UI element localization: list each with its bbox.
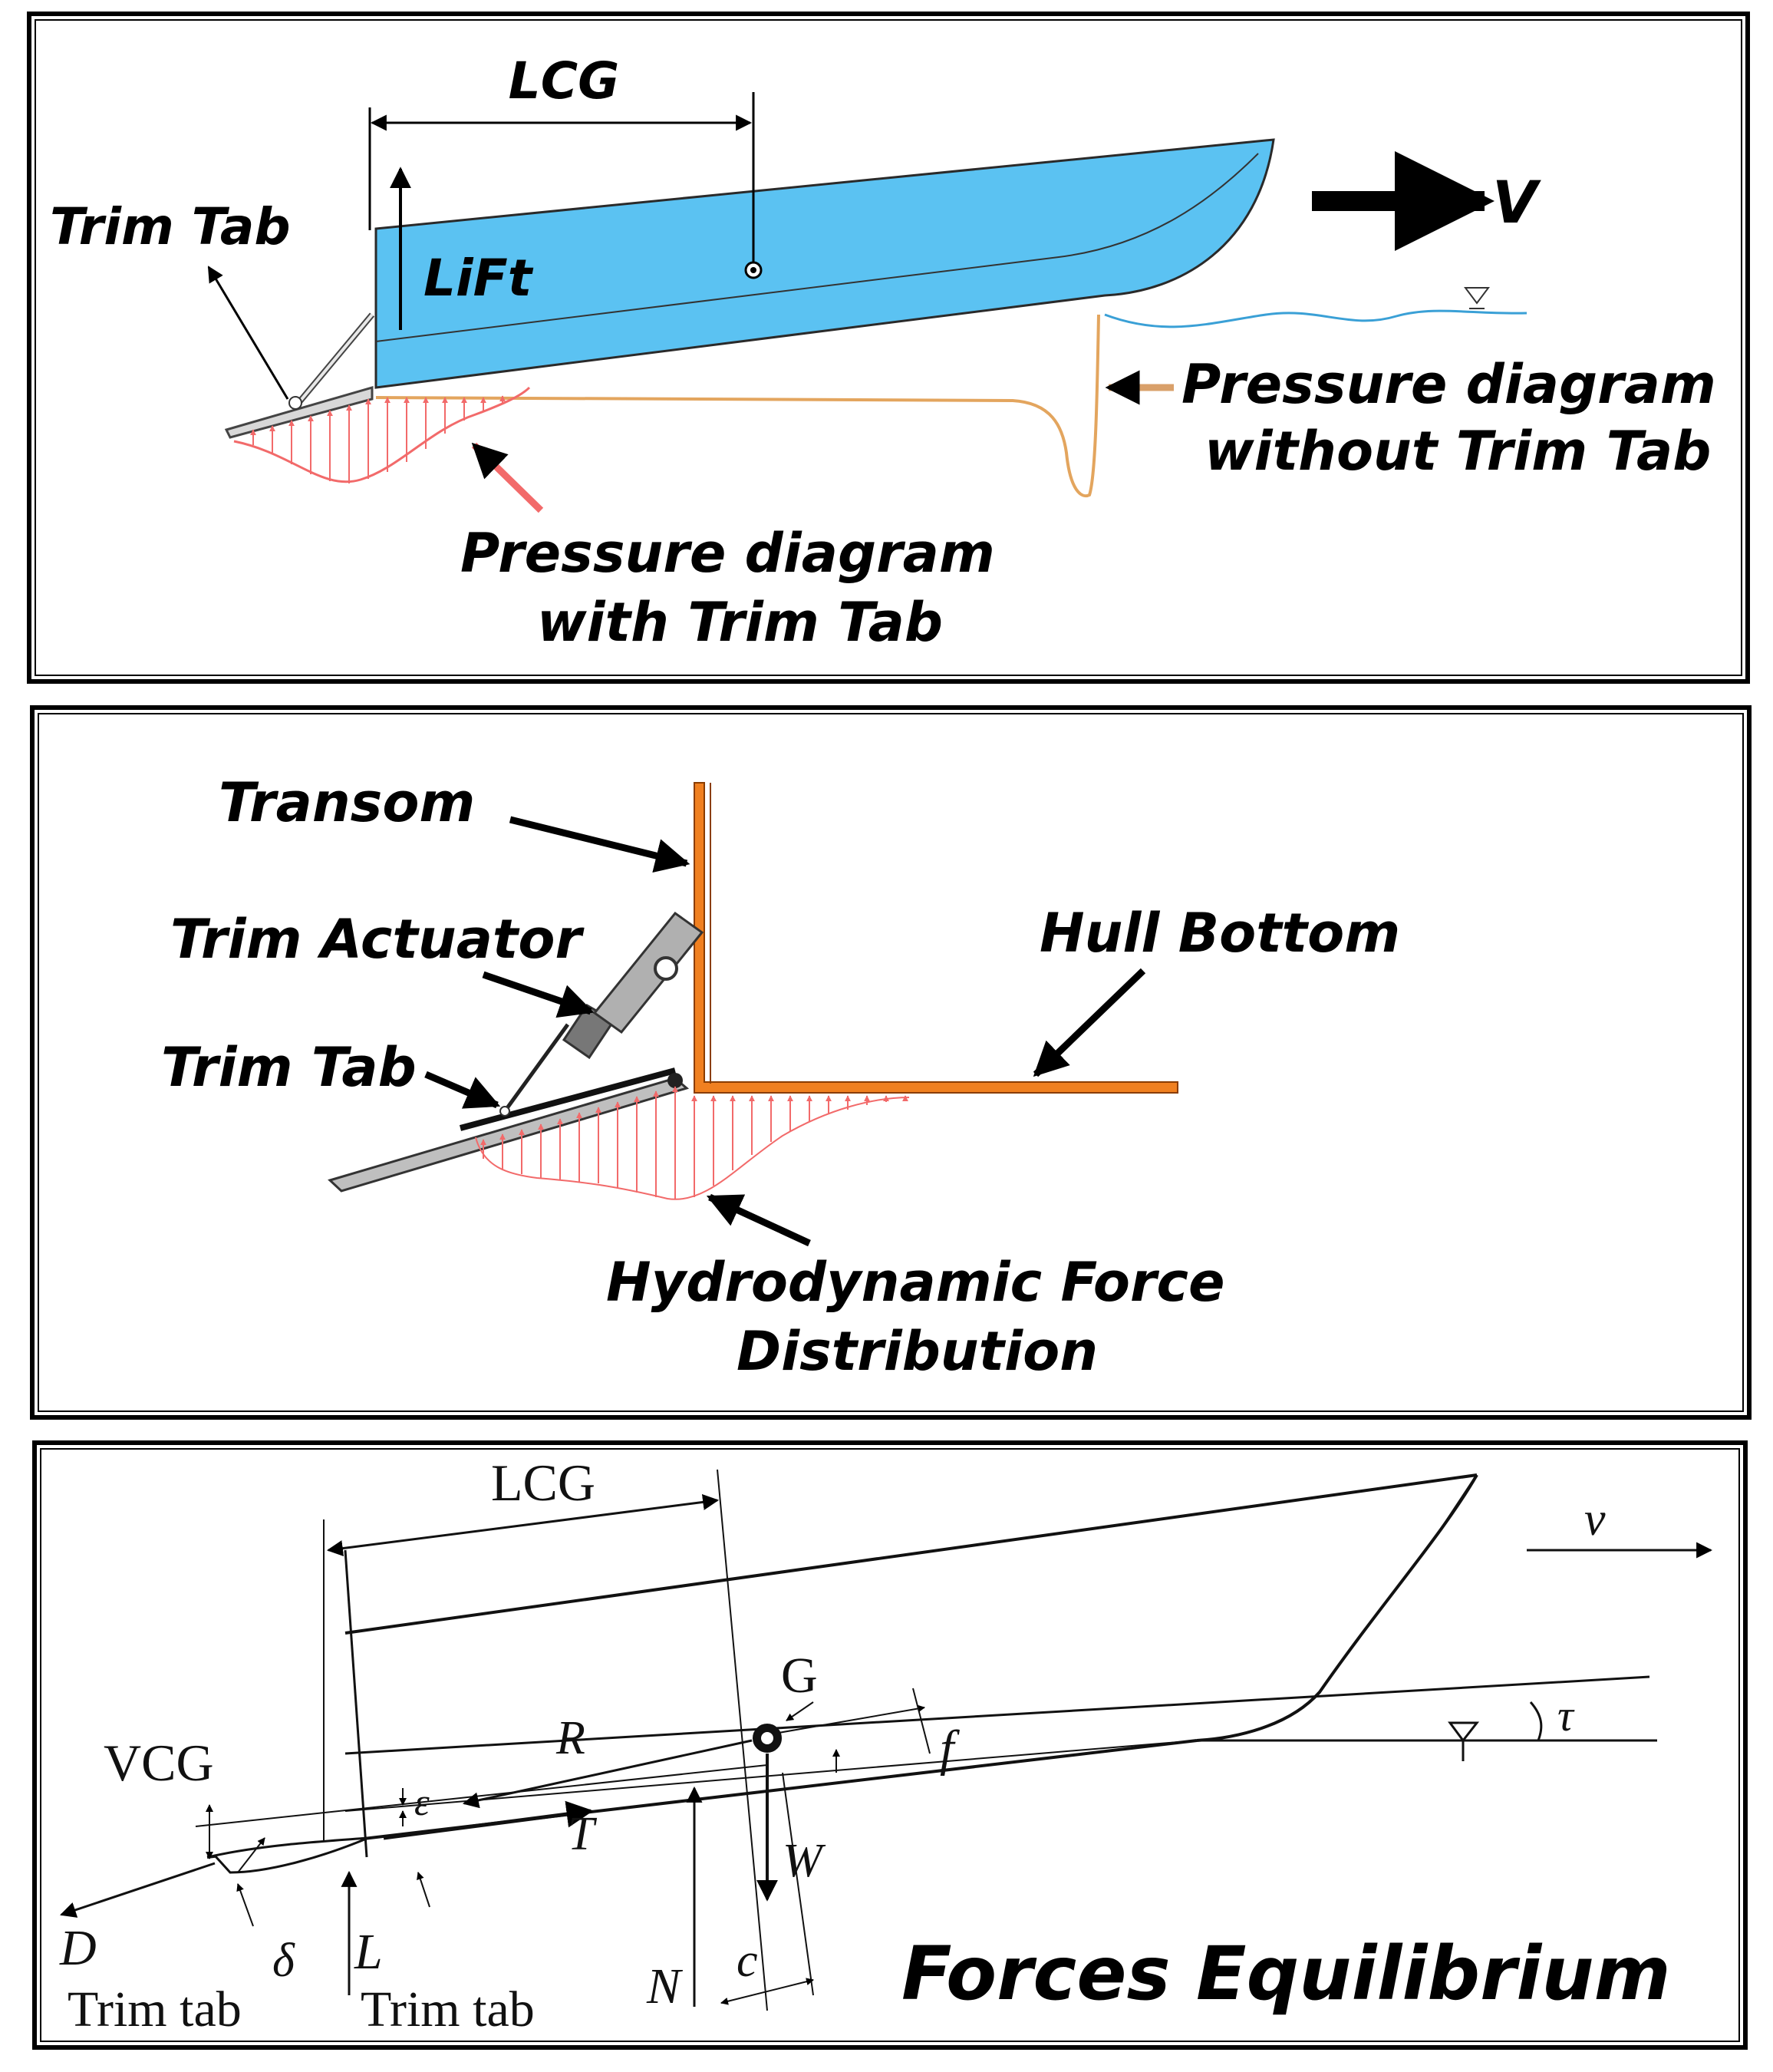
c-dimension — [720, 1978, 814, 2005]
trim-actuator-tab-joint — [499, 1106, 510, 1117]
panel-forces-equilibrium: LCG v G R f VCG ε T W τ D δ L N c Trim t… — [32, 1440, 1748, 2050]
r-force-arrow — [462, 1739, 753, 1809]
forces-equilibrium-title: Forces Equilibrium — [901, 1931, 1671, 2017]
panel-trim-tab-components: Transom Trim Actuator Trim Tab Hull Bott… — [30, 705, 1752, 1420]
trim-actuator-pointer — [482, 971, 595, 1018]
transom-pointer — [509, 816, 690, 873]
vcg-line-upper — [195, 1764, 768, 1827]
hull-bottom-pointer — [1033, 968, 1146, 1077]
boat-hull — [374, 138, 1275, 389]
velocity-label: V — [1492, 168, 1541, 236]
w-offset-line — [782, 1772, 814, 1996]
hydrodynamic-force-pointer — [706, 1193, 811, 1247]
vcg-label: VCG — [104, 1734, 214, 1792]
transom-line — [344, 1549, 368, 1858]
trim-actuator-label: Trim Actuator — [170, 908, 585, 971]
panel-1-frame — [27, 12, 1750, 684]
vcg-pointer — [237, 1837, 265, 1873]
water-surface — [1104, 309, 1527, 328]
w-label: W — [783, 1835, 826, 1887]
hull-chine-line — [375, 153, 1259, 342]
trim-tab-foil — [213, 1836, 369, 1874]
d-label: D — [59, 1920, 97, 1976]
lcg-label: LCG — [509, 51, 620, 111]
pressure-with-pointer — [471, 442, 544, 513]
f-force-arrow — [778, 1704, 925, 1734]
hydrodynamic-force-label-line-1: Hydrodynamic Force — [606, 1251, 1225, 1314]
delta-pointer — [236, 1883, 254, 1927]
lift-label: LiFt — [423, 249, 534, 308]
g-pointer — [786, 1701, 814, 1721]
trim-tab-label-panel-2: Trim Tab — [161, 1036, 417, 1099]
trim-actuator-rod — [503, 1023, 570, 1113]
l-label: L — [354, 1924, 383, 1980]
hydrodynamic-force-arrows — [480, 1086, 908, 1199]
t-force-arrow — [383, 1800, 594, 1840]
g-label: G — [781, 1648, 818, 1704]
center-of-gravity-dot — [750, 267, 756, 273]
tau-label: τ — [1557, 1691, 1575, 1740]
f-offset-tick — [912, 1688, 931, 1754]
lcg-extension-right — [717, 1469, 768, 2011]
pressure-without-label-line-2: without Trim Tab — [1205, 420, 1711, 483]
n-label: N — [646, 1958, 684, 2014]
d-force-arrow — [60, 1862, 216, 1918]
lcg-label-3: LCG — [491, 1453, 595, 1512]
c-label: c — [737, 1935, 758, 1987]
delta-label: δ — [272, 1935, 295, 1987]
panel-1-frame-inner — [35, 19, 1742, 676]
trim-tab-plate-2 — [328, 1077, 690, 1193]
trim-tab-bracket-b — [294, 313, 374, 408]
transom-hull-profile — [694, 782, 1178, 1094]
trim-tab-label-l: Trim tab — [361, 1981, 535, 2037]
panel-2-frame — [30, 705, 1752, 1420]
trim-tab-hinge-2 — [667, 1073, 683, 1088]
trim-tab-top-edge — [459, 1067, 677, 1131]
trim-tab-label-panel-1: Trim Tab — [50, 197, 291, 256]
hull-sheer-line — [344, 1675, 1650, 1755]
pressure-with-label-line-2: with Trim Tab — [537, 591, 943, 654]
tab-upper-pointer — [417, 1872, 430, 1908]
v-label: v — [1584, 1493, 1606, 1546]
pressure-without-label-line-1: Pressure diagram — [1181, 353, 1716, 416]
water-level-triangle — [1448, 1721, 1480, 1743]
pressure-arrows-with-tab — [250, 395, 506, 483]
hull-bottom-label: Hull Bottom — [1040, 902, 1400, 965]
trim-tab-pointer-2 — [424, 1071, 501, 1109]
hydrodynamic-force-label-line-2: Distribution — [737, 1320, 1098, 1383]
epsilon-label: ε — [414, 1780, 430, 1823]
pressure-curve-with-tab — [233, 386, 531, 483]
trim-tab-hinge — [288, 396, 302, 410]
cg-inner — [761, 1732, 773, 1744]
hull-bow-inner — [1441, 1474, 1478, 1528]
panel-3-frame — [32, 1440, 1748, 2050]
lcg-dimension-3 — [326, 1493, 720, 1557]
t-label: T — [568, 1808, 598, 1860]
trim-tab-pointer-arrow — [207, 266, 289, 400]
trim-tab-plate — [224, 386, 374, 439]
trim-tab-label-d: Trim tab — [68, 1981, 242, 2037]
water-level-symbol — [1464, 287, 1490, 305]
panel-3-frame-inner — [40, 1448, 1740, 2042]
tau-angle-arc — [1529, 1701, 1543, 1741]
pressure-curve-without-tab — [375, 314, 1100, 498]
transom-label: Transom — [219, 771, 475, 834]
r-label: R — [555, 1712, 585, 1764]
panel-trim-tab-pressure: LCG LiFt Trim Tab V Pressure diagram wit… — [27, 12, 1750, 684]
panel-2-frame-inner — [38, 713, 1744, 1412]
hull-deck-line — [344, 1473, 1478, 1635]
trim-actuator-pivot — [654, 956, 678, 981]
hydrodynamic-force-curve — [475, 1097, 910, 1200]
pressure-with-label-line-1: Pressure diagram — [460, 522, 995, 585]
trim-actuator-body — [592, 911, 704, 1034]
